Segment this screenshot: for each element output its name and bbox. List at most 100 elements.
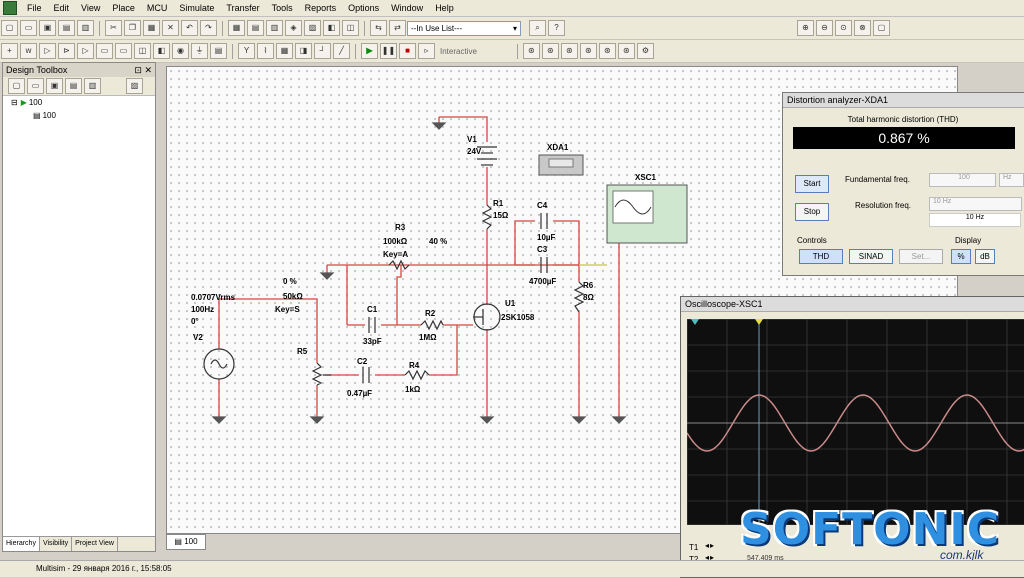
place-cmos-icon[interactable]: ▭ bbox=[115, 43, 132, 59]
close-icon[interactable]: ⊡ ✕ bbox=[134, 65, 152, 75]
open-design-icon[interactable]: ▭ bbox=[27, 78, 44, 94]
erc-icon[interactable]: ◫ bbox=[342, 20, 359, 36]
collapse-icon[interactable]: ⊟ bbox=[11, 98, 18, 107]
copy-icon[interactable]: ❐ bbox=[124, 20, 141, 36]
menu-mcu[interactable]: MCU bbox=[146, 3, 168, 13]
delete-icon[interactable]: ✕ bbox=[162, 20, 179, 36]
probe-icon[interactable]: ⊛ bbox=[522, 43, 540, 59]
menu-options[interactable]: Options bbox=[348, 3, 380, 13]
fundamental-freq-unit[interactable]: Hz bbox=[999, 173, 1024, 187]
menu-tools[interactable]: Tools bbox=[271, 3, 293, 13]
tab-visibility[interactable]: Visibility bbox=[40, 537, 73, 551]
menu-place[interactable]: Place bbox=[112, 3, 135, 13]
place-misc-digital-icon[interactable]: ◫ bbox=[134, 43, 151, 59]
pause-icon[interactable]: ❚❚ bbox=[380, 43, 397, 59]
postprocessor-icon[interactable]: ◧ bbox=[323, 20, 340, 36]
find-icon[interactable]: ⌕ bbox=[529, 20, 546, 36]
tree-child[interactable]: ▤ 100 bbox=[3, 109, 155, 122]
bus-icon[interactable]: ┘ bbox=[314, 43, 331, 59]
cut-icon[interactable]: ✂ bbox=[105, 20, 122, 36]
stop-icon[interactable]: ■ bbox=[399, 43, 416, 59]
zoom-in-icon[interactable]: ⊕ bbox=[797, 20, 814, 36]
place-rf-icon[interactable]: Y bbox=[238, 43, 255, 59]
place-indicator-icon[interactable]: ◉ bbox=[172, 43, 189, 59]
menu-view[interactable]: View bbox=[81, 3, 101, 13]
tree-root[interactable]: ⊟ ▶ 100 bbox=[3, 96, 155, 109]
sinad-button[interactable]: SINAD bbox=[849, 249, 893, 264]
toolbox-icon-row: ▢ ▭ ▣ ▤ ▥ ▨ bbox=[3, 77, 155, 96]
probe-diff-icon[interactable]: ⊛ bbox=[598, 43, 616, 59]
component-wizard-icon[interactable]: ◈ bbox=[285, 20, 302, 36]
menu-transfer[interactable]: Transfer bbox=[226, 3, 260, 13]
open-icon[interactable]: ▭ bbox=[20, 20, 37, 36]
probe-voltage-icon[interactable]: ⊛ bbox=[541, 43, 559, 59]
hierarchical-block-icon[interactable]: ◨ bbox=[295, 43, 312, 59]
resolution-freq-input[interactable]: 10 Hz bbox=[929, 197, 1022, 211]
set-button[interactable]: Set... bbox=[899, 249, 943, 264]
connector-icon[interactable]: ╱ bbox=[333, 43, 350, 59]
place-diode-icon[interactable]: ▷ bbox=[39, 43, 56, 59]
place-mcu-icon[interactable]: ▦ bbox=[276, 43, 293, 59]
new-icon[interactable]: ▢ bbox=[1, 20, 18, 36]
zoom-fit-icon[interactable]: ⊗ bbox=[854, 20, 871, 36]
tab-project-view[interactable]: Project View bbox=[72, 537, 118, 551]
fundamental-freq-input[interactable]: 100 bbox=[929, 173, 996, 187]
delete-sheet-icon[interactable]: ▥ bbox=[84, 78, 101, 94]
db-button[interactable]: dB bbox=[975, 249, 995, 264]
paste-icon[interactable]: ▦ bbox=[143, 20, 160, 36]
zoom-out-icon[interactable]: ⊖ bbox=[816, 20, 833, 36]
probe-settings-icon[interactable]: ⚙ bbox=[636, 43, 654, 59]
toolbox-settings-icon[interactable]: ▨ bbox=[126, 78, 143, 94]
menu-help[interactable]: Help bbox=[435, 3, 454, 13]
place-power-icon[interactable]: ⏚ bbox=[191, 43, 208, 59]
c1-name: C1 bbox=[367, 305, 378, 314]
menu-reports[interactable]: Reports bbox=[304, 3, 337, 13]
ground-icon bbox=[479, 416, 495, 424]
new-sheet-icon[interactable]: ▤ bbox=[65, 78, 82, 94]
menu-window[interactable]: Window bbox=[391, 3, 424, 13]
toolbox-toggle-icon[interactable]: ▦ bbox=[228, 20, 245, 36]
new-design-icon[interactable]: ▢ bbox=[8, 78, 25, 94]
place-mixed-icon[interactable]: ◧ bbox=[153, 43, 170, 59]
redo-icon[interactable]: ↷ bbox=[200, 20, 217, 36]
help-icon[interactable]: ? bbox=[548, 20, 565, 36]
database-icon[interactable]: ▥ bbox=[266, 20, 283, 36]
forward-annotate-icon[interactable]: ⇄ bbox=[389, 20, 406, 36]
probe-ref-icon[interactable]: ⊛ bbox=[617, 43, 635, 59]
run-icon[interactable]: ▶ bbox=[361, 43, 378, 59]
resolution-freq-select[interactable]: 10 Hz bbox=[929, 213, 1021, 227]
full-screen-icon[interactable]: ▢ bbox=[873, 20, 890, 36]
start-button[interactable]: Start bbox=[795, 175, 829, 193]
probe-current-icon[interactable]: ⊛ bbox=[560, 43, 578, 59]
print-preview-icon[interactable]: ▥ bbox=[77, 20, 94, 36]
place-source-icon[interactable]: + bbox=[1, 43, 18, 59]
thd-button[interactable]: THD bbox=[799, 249, 843, 264]
grapher-icon[interactable]: ▨ bbox=[304, 20, 321, 36]
percent-button[interactable]: % bbox=[951, 249, 971, 264]
tab-hierarchy[interactable]: Hierarchy bbox=[3, 537, 40, 551]
in-use-list-select[interactable]: --In Use List---▾ bbox=[407, 20, 521, 36]
menu-simulate[interactable]: Simulate bbox=[179, 3, 215, 13]
t2-arrows-icon[interactable]: ◂▸ bbox=[705, 553, 716, 562]
save-design-icon[interactable]: ▣ bbox=[46, 78, 63, 94]
menu-file[interactable]: File bbox=[27, 3, 42, 13]
place-electromech-icon[interactable]: ⌇ bbox=[257, 43, 274, 59]
place-basic-icon[interactable]: ᴡ bbox=[20, 43, 37, 59]
place-misc-icon[interactable]: ▤ bbox=[210, 43, 227, 59]
back-annotate-icon[interactable]: ⇆ bbox=[370, 20, 387, 36]
spreadsheet-icon[interactable]: ▤ bbox=[247, 20, 264, 36]
zoom-area-icon[interactable]: ⊙ bbox=[835, 20, 852, 36]
print-icon[interactable]: ▤ bbox=[58, 20, 75, 36]
place-transistor-icon[interactable]: ⊳ bbox=[58, 43, 75, 59]
sheet-tab[interactable]: ▤ 100 bbox=[166, 534, 206, 550]
undo-icon[interactable]: ↶ bbox=[181, 20, 198, 36]
place-ttl-icon[interactable]: ▭ bbox=[96, 43, 113, 59]
r2-name: R2 bbox=[425, 309, 436, 318]
save-icon[interactable]: ▣ bbox=[39, 20, 56, 36]
stop-button[interactable]: Stop bbox=[795, 203, 829, 221]
t1-arrows-icon[interactable]: ◂▸ bbox=[705, 541, 716, 550]
place-analog-icon[interactable]: ▷ bbox=[77, 43, 94, 59]
probe-power-icon[interactable]: ⊛ bbox=[579, 43, 597, 59]
interactive-icon[interactable]: ▹ bbox=[418, 43, 435, 59]
menu-edit[interactable]: Edit bbox=[53, 3, 70, 13]
